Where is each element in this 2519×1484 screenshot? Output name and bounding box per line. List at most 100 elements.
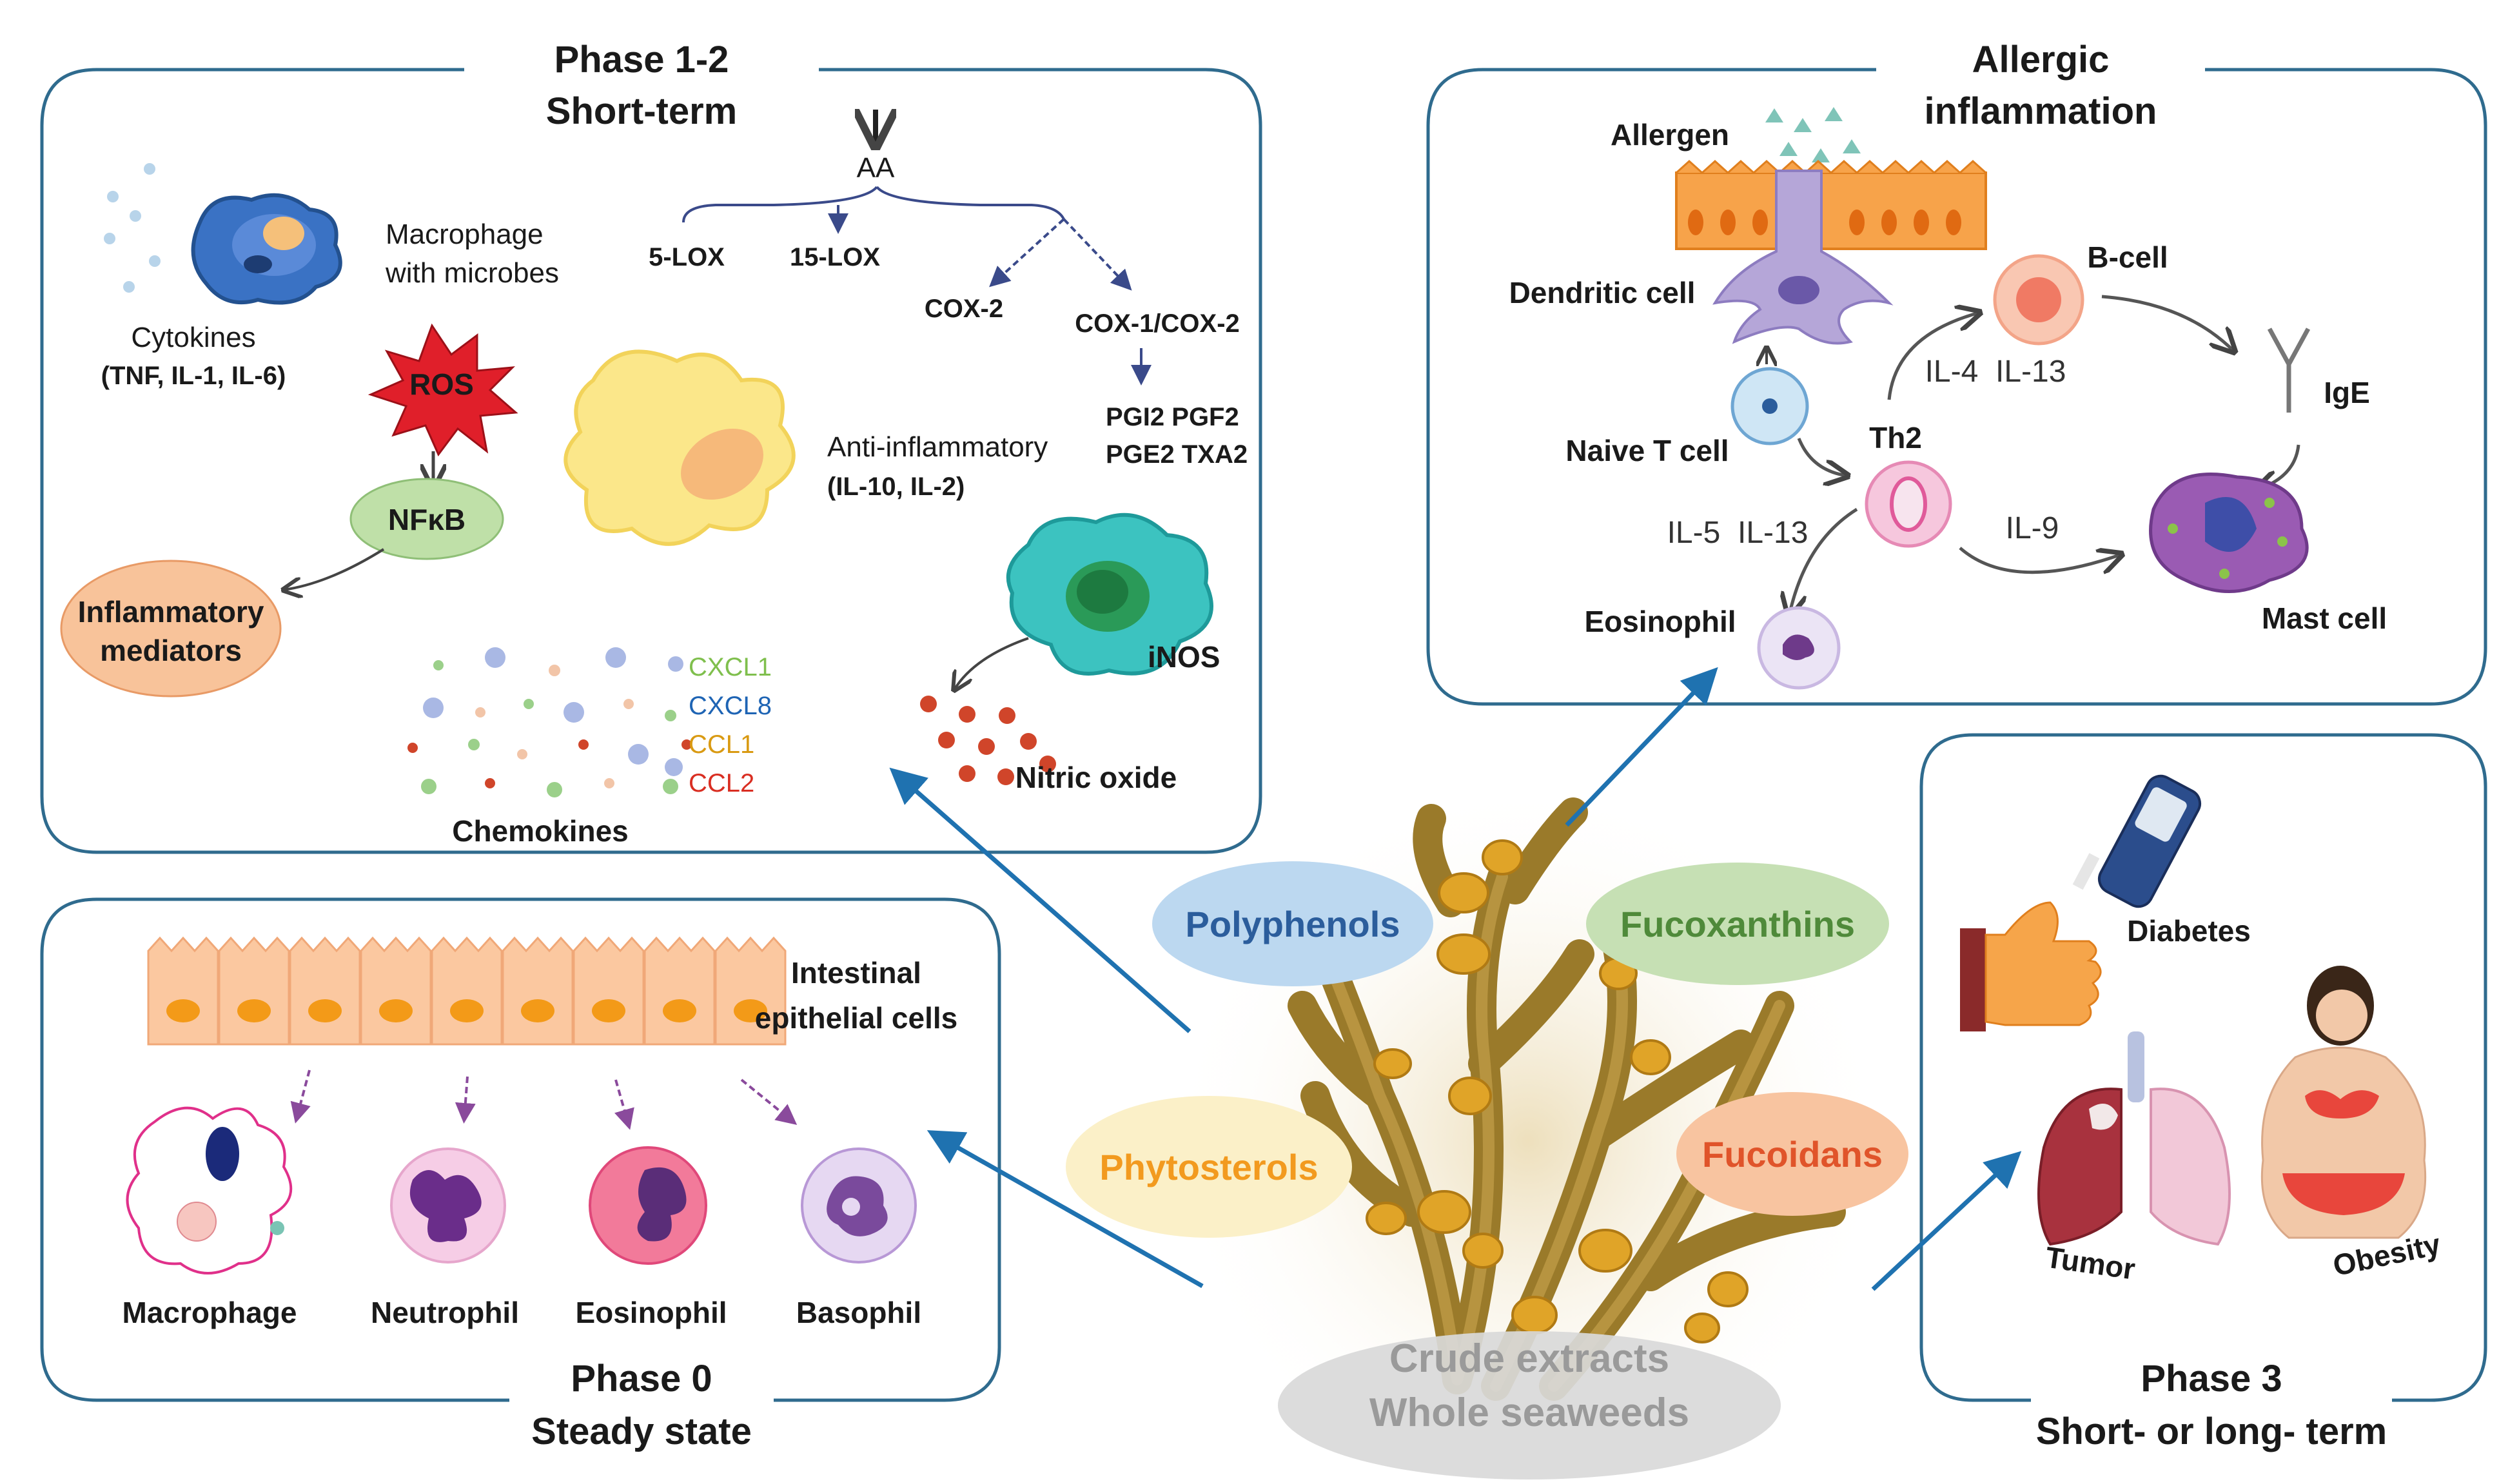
aa-branch-right (876, 186, 1065, 220)
panel-allergic-inflammation: Allergic inflammation Allergen Dendritic… (1426, 39, 2487, 706)
eosinophil-label: Eosinophil (1584, 605, 1736, 638)
phytosterols-label: Phytosterols (1099, 1147, 1318, 1187)
ige-label: IgE (2324, 376, 2370, 409)
anti-inflammatory-macrophage-icon (564, 349, 796, 546)
basophil-icon (801, 1147, 917, 1264)
panel-subtitle: Short- or long- term (2036, 1411, 2387, 1452)
eosinophil-label: Eosinophil (575, 1296, 727, 1329)
chemokines-label: Chemokines (452, 814, 629, 848)
macrophage-microbe-icon (104, 163, 342, 305)
nitric-oxide-label: Nitric oxide (1015, 761, 1177, 794)
epithelial-cells-label-line2: epithelial cells (755, 1001, 957, 1035)
nfkb-label: NFκB (388, 503, 466, 536)
fucoidans-label: Fucoidans (1702, 1134, 1883, 1175)
arrow-to-phase-0 (926, 1130, 1204, 1289)
macrophage-label-line1: Macrophage (386, 219, 544, 250)
macrophage-label-line2: with microbes (385, 257, 559, 289)
naive-t-cell-label: Naive T cell (1565, 434, 1729, 467)
obesity-figure-icon (2260, 966, 2427, 1239)
crude-extracts-node (1278, 1331, 1781, 1479)
panel-frame (40, 897, 1001, 1402)
dendritic-cell-icon (1712, 170, 1894, 345)
inos-macrophage-icon (1006, 513, 1213, 676)
crude-extracts-label-line2: Whole seaweeds (1369, 1391, 1689, 1435)
diabetes-label: Diabetes (2127, 914, 2251, 948)
eosinophil-icon (589, 1146, 707, 1265)
eosinophil-icon (1757, 606, 1841, 690)
lox15-label: 15-LOX (790, 243, 880, 271)
fucoxanthins-label: Fucoxanthins (1620, 904, 1855, 944)
fucoxanthins-node (1586, 863, 1889, 985)
arrow-th2-mast (1959, 547, 2121, 572)
arrow-to-allergic (1565, 667, 1718, 827)
il9-label: IL-9 (2006, 511, 2059, 545)
intestinal-epithelium-icon (147, 936, 787, 1046)
macrophage-label: Macrophage (123, 1296, 297, 1329)
ccl1-label: CCL1 (689, 730, 754, 759)
panel-title: Phase 3 (2141, 1358, 2282, 1400)
arrow-th2-bcell (1887, 313, 1979, 400)
mast-cell-icon (2149, 473, 2309, 593)
neutrophil-label: Neutrophil (371, 1296, 519, 1329)
epithelium-layer (1675, 159, 1987, 250)
lox5-label: 5-LOX (649, 243, 725, 271)
tumor-label: Tumor (2043, 1240, 2137, 1286)
th2-cell-icon (1865, 460, 1952, 548)
panel-phase-0: Phase 0 Steady state Intest (40, 897, 1001, 1452)
ccl2-label: CCL2 (689, 769, 754, 797)
ige-antibody-icon (2267, 327, 2311, 413)
lungs-icon (2037, 1031, 2231, 1246)
panel-title: Phase 1-2 (554, 39, 729, 81)
panel-subtitle: Steady state (531, 1411, 752, 1452)
arrow-to-phase-3 (1871, 1151, 2022, 1291)
dendritic-cell-label: Dendritic cell (1509, 276, 1696, 309)
th2-label: Th2 (1869, 421, 1922, 454)
panel-phase-1-2: Phase 1-2 Short-term AA 5-LOX 15-LOX COX… (40, 39, 1262, 854)
inflammatory-mediators-node (60, 560, 282, 698)
arrow-epi-eosinophil (614, 1079, 634, 1130)
panel-title: Allergic (1972, 39, 2110, 81)
panel-subtitle: inflammation (1925, 90, 2157, 132)
cox12-label: COX-1/COX-2 (1075, 309, 1240, 338)
panel-frame (40, 68, 1262, 854)
arrow-epi-macrophage (290, 1069, 311, 1124)
cytokines-label-line1: Cytokines (131, 322, 255, 353)
mediators-label-line2: mediators (100, 634, 242, 667)
nitric-oxide-dots (920, 696, 1056, 785)
arrow-th2-eosinophil (1789, 507, 1858, 616)
polyphenols-label: Polyphenols (1186, 904, 1400, 944)
il4-il13-label: IL-4 IL-13 (1925, 355, 2066, 389)
panel-phase-3: Phase 3 Short- or long- term Diabetes Tu… (1919, 733, 2487, 1452)
anti-inflammatory-label-line2: (IL-10, IL-2) (827, 473, 965, 501)
polyphenols-node (1152, 861, 1433, 986)
panel-frame (1919, 733, 2487, 1402)
mediators-label-line1: Inflammatory (78, 595, 264, 629)
il5-il13-label: IL-5 IL-13 (1667, 516, 1808, 550)
finger-icon (1960, 901, 2102, 1031)
inos-label: iNOS (1148, 640, 1220, 674)
epithelial-cells-label-line1: Intestinal (791, 956, 921, 990)
crude-extracts-label-line1: Crude extracts (1389, 1336, 1669, 1381)
arrow-cox2 (989, 218, 1065, 288)
ros-burst-icon (368, 323, 518, 456)
b-cell-icon (1993, 254, 2084, 346)
fucoidans-node (1676, 1092, 1908, 1216)
panel-frame (1426, 68, 2487, 706)
b-cell-label: B-cell (2087, 240, 2168, 274)
nfkb-node (349, 478, 504, 560)
arrow-inos-no (954, 637, 1029, 690)
pg-line2: PGE2 TXA2 (1106, 440, 1248, 469)
arrow-nfkb-mediators (284, 548, 385, 590)
panel-subtitle: Short-term (546, 90, 737, 132)
arrow-cox12 (1063, 218, 1132, 291)
aa-branch (682, 186, 878, 223)
cox2-label: COX-2 (925, 295, 1003, 323)
panel-title: Phase 0 (571, 1358, 712, 1400)
arrow-to-phase-1-2 (889, 767, 1191, 1033)
anti-inflammatory-label-line1: Anti-inflammatory (827, 431, 1048, 463)
basophil-label: Basophil (796, 1296, 921, 1329)
chemokine-dots (407, 647, 692, 797)
cytokines-label-line2: (TNF, IL-1, IL-6) (101, 362, 286, 390)
ros-label: ROS (409, 367, 474, 401)
